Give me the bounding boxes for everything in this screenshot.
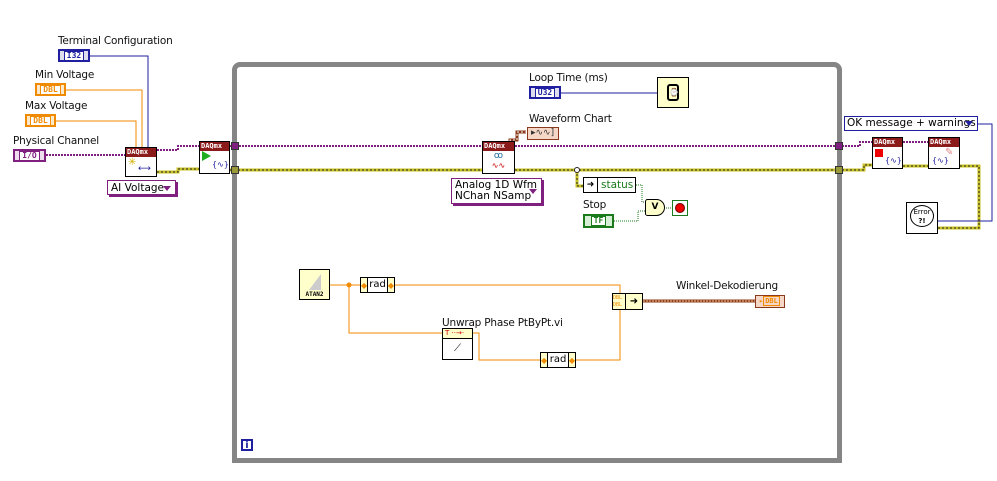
- hammer-icon: T ··→·: [443, 329, 472, 339]
- error-wires: [157, 163, 981, 230]
- waveform-icon: ∿∿: [491, 161, 506, 170]
- min-voltage-control[interactable]: DBL: [35, 83, 66, 96]
- physical-channel-control[interactable]: I/O: [13, 149, 46, 162]
- error-dialog-options-ring[interactable]: OK message + warnings: [844, 116, 978, 131]
- chevron-down-icon: [965, 121, 973, 126]
- play-icon: {∿}: [200, 151, 229, 173]
- terminal-configuration-control[interactable]: I32: [58, 49, 90, 62]
- unbundle-status-node[interactable]: ➜ status: [583, 177, 636, 193]
- unwrap-phase-label: Unwrap Phase PtByPt.vi: [442, 317, 563, 329]
- read-mode-ring[interactable]: Analog 1D Wfm NChan NSamp: [451, 178, 542, 204]
- loop-time-control[interactable]: U32: [529, 86, 561, 99]
- iteration-terminal: i: [241, 439, 253, 451]
- daqmx-read-node[interactable]: DAQmx ꝏ ∿∿: [482, 141, 515, 174]
- daqmx-stop-task-node[interactable]: DAQmx {∿}: [872, 137, 903, 169]
- glasses-icon: ꝏ: [493, 151, 504, 161]
- stop-sign-icon: [675, 203, 685, 213]
- wire-rad1-out: [395, 284, 621, 295]
- stop-button-control[interactable]: TF: [583, 214, 614, 228]
- loop-tunnel-task-out: [835, 142, 843, 150]
- wire-error-dialog: [938, 123, 993, 222]
- create-channel-icon: ✳ ⟷: [128, 157, 151, 174]
- build-array-node[interactable]: DBL DBL ➜: [612, 293, 643, 310]
- max-voltage-label: Max Voltage: [25, 100, 88, 112]
- waveform-icon: {∿}: [885, 156, 902, 165]
- wire-unwrap-out: [473, 332, 540, 361]
- wire-status: [636, 184, 646, 203]
- winkel-dekodierung-label: Winkel-Dekodierung: [676, 280, 779, 292]
- while-loop: [232, 62, 842, 463]
- loop-tunnel-error-in: [231, 166, 239, 174]
- wire-task: [157, 145, 200, 151]
- wire-stop: [614, 210, 646, 222]
- wire-terminal-configuration: [90, 55, 149, 147]
- physical-channel-label: Physical Channel: [13, 135, 99, 147]
- winkel-dekodierung-indicator[interactable]: ▸DBL: [755, 295, 785, 308]
- watch-icon: ⌚: [667, 84, 679, 101]
- wire-branch-unwrap: [348, 285, 442, 334]
- waveform-icon: {∿}: [932, 156, 949, 165]
- arrow-right-icon: ➜: [584, 178, 598, 192]
- arrow-right-icon: ➜: [629, 296, 639, 307]
- max-voltage-control[interactable]: DBL: [25, 114, 56, 127]
- wire-rad2-out: [576, 306, 621, 361]
- wire-min-voltage: [66, 89, 143, 147]
- triangle-angle-icon: [309, 274, 321, 290]
- min-voltage-label: Min Voltage: [35, 69, 95, 81]
- speech-bubble-icon: Error ?!: [910, 205, 934, 227]
- wait-until-next-ms-node[interactable]: ⌚: [657, 77, 689, 108]
- ai-voltage-ring[interactable]: AI Voltage: [107, 180, 176, 195]
- waveform-chart-label: Waveform Chart: [529, 113, 612, 125]
- chevron-down-icon: [529, 189, 537, 194]
- eraser-icon: ✎: [945, 147, 954, 158]
- terminal-configuration-label: Terminal Configuration: [58, 35, 173, 47]
- chevron-down-icon: [163, 185, 171, 191]
- unwrap-graph-icon: ⟋: [454, 343, 461, 354]
- loop-condition-terminal[interactable]: [672, 200, 688, 216]
- daqmx-start-task-node[interactable]: DAQmx {∿}: [199, 141, 230, 174]
- wire-max-voltage: [56, 120, 137, 147]
- wire-task-out: [842, 141, 872, 147]
- atan2-node[interactable]: ATAN2: [299, 269, 330, 300]
- unwrap-phase-node[interactable]: T ··→· ⟋: [442, 328, 473, 360]
- rad-unit-conversion-2[interactable]: ◆ rad ◆: [540, 352, 576, 368]
- loop-tunnel-error-out: [835, 166, 843, 174]
- waveform-chart-indicator[interactable]: ▸∿∿]: [527, 127, 559, 140]
- error-wire-junction: [574, 167, 580, 173]
- stop-label: Stop: [583, 199, 607, 211]
- or-gate-node[interactable]: V: [645, 199, 665, 216]
- loop-tunnel-task-in: [231, 142, 239, 150]
- rad-unit-conversion-1[interactable]: ◆ rad ◆: [360, 277, 395, 293]
- stop-square-icon: [875, 149, 883, 157]
- simple-error-handler-node[interactable]: Error ?!: [906, 202, 938, 234]
- daqmx-create-channel-node[interactable]: DAQmx ✳ ⟷: [125, 147, 157, 177]
- daqmx-clear-task-node[interactable]: DAQmx ✎ {∿}: [928, 137, 960, 169]
- loop-time-label: Loop Time (ms): [529, 72, 608, 84]
